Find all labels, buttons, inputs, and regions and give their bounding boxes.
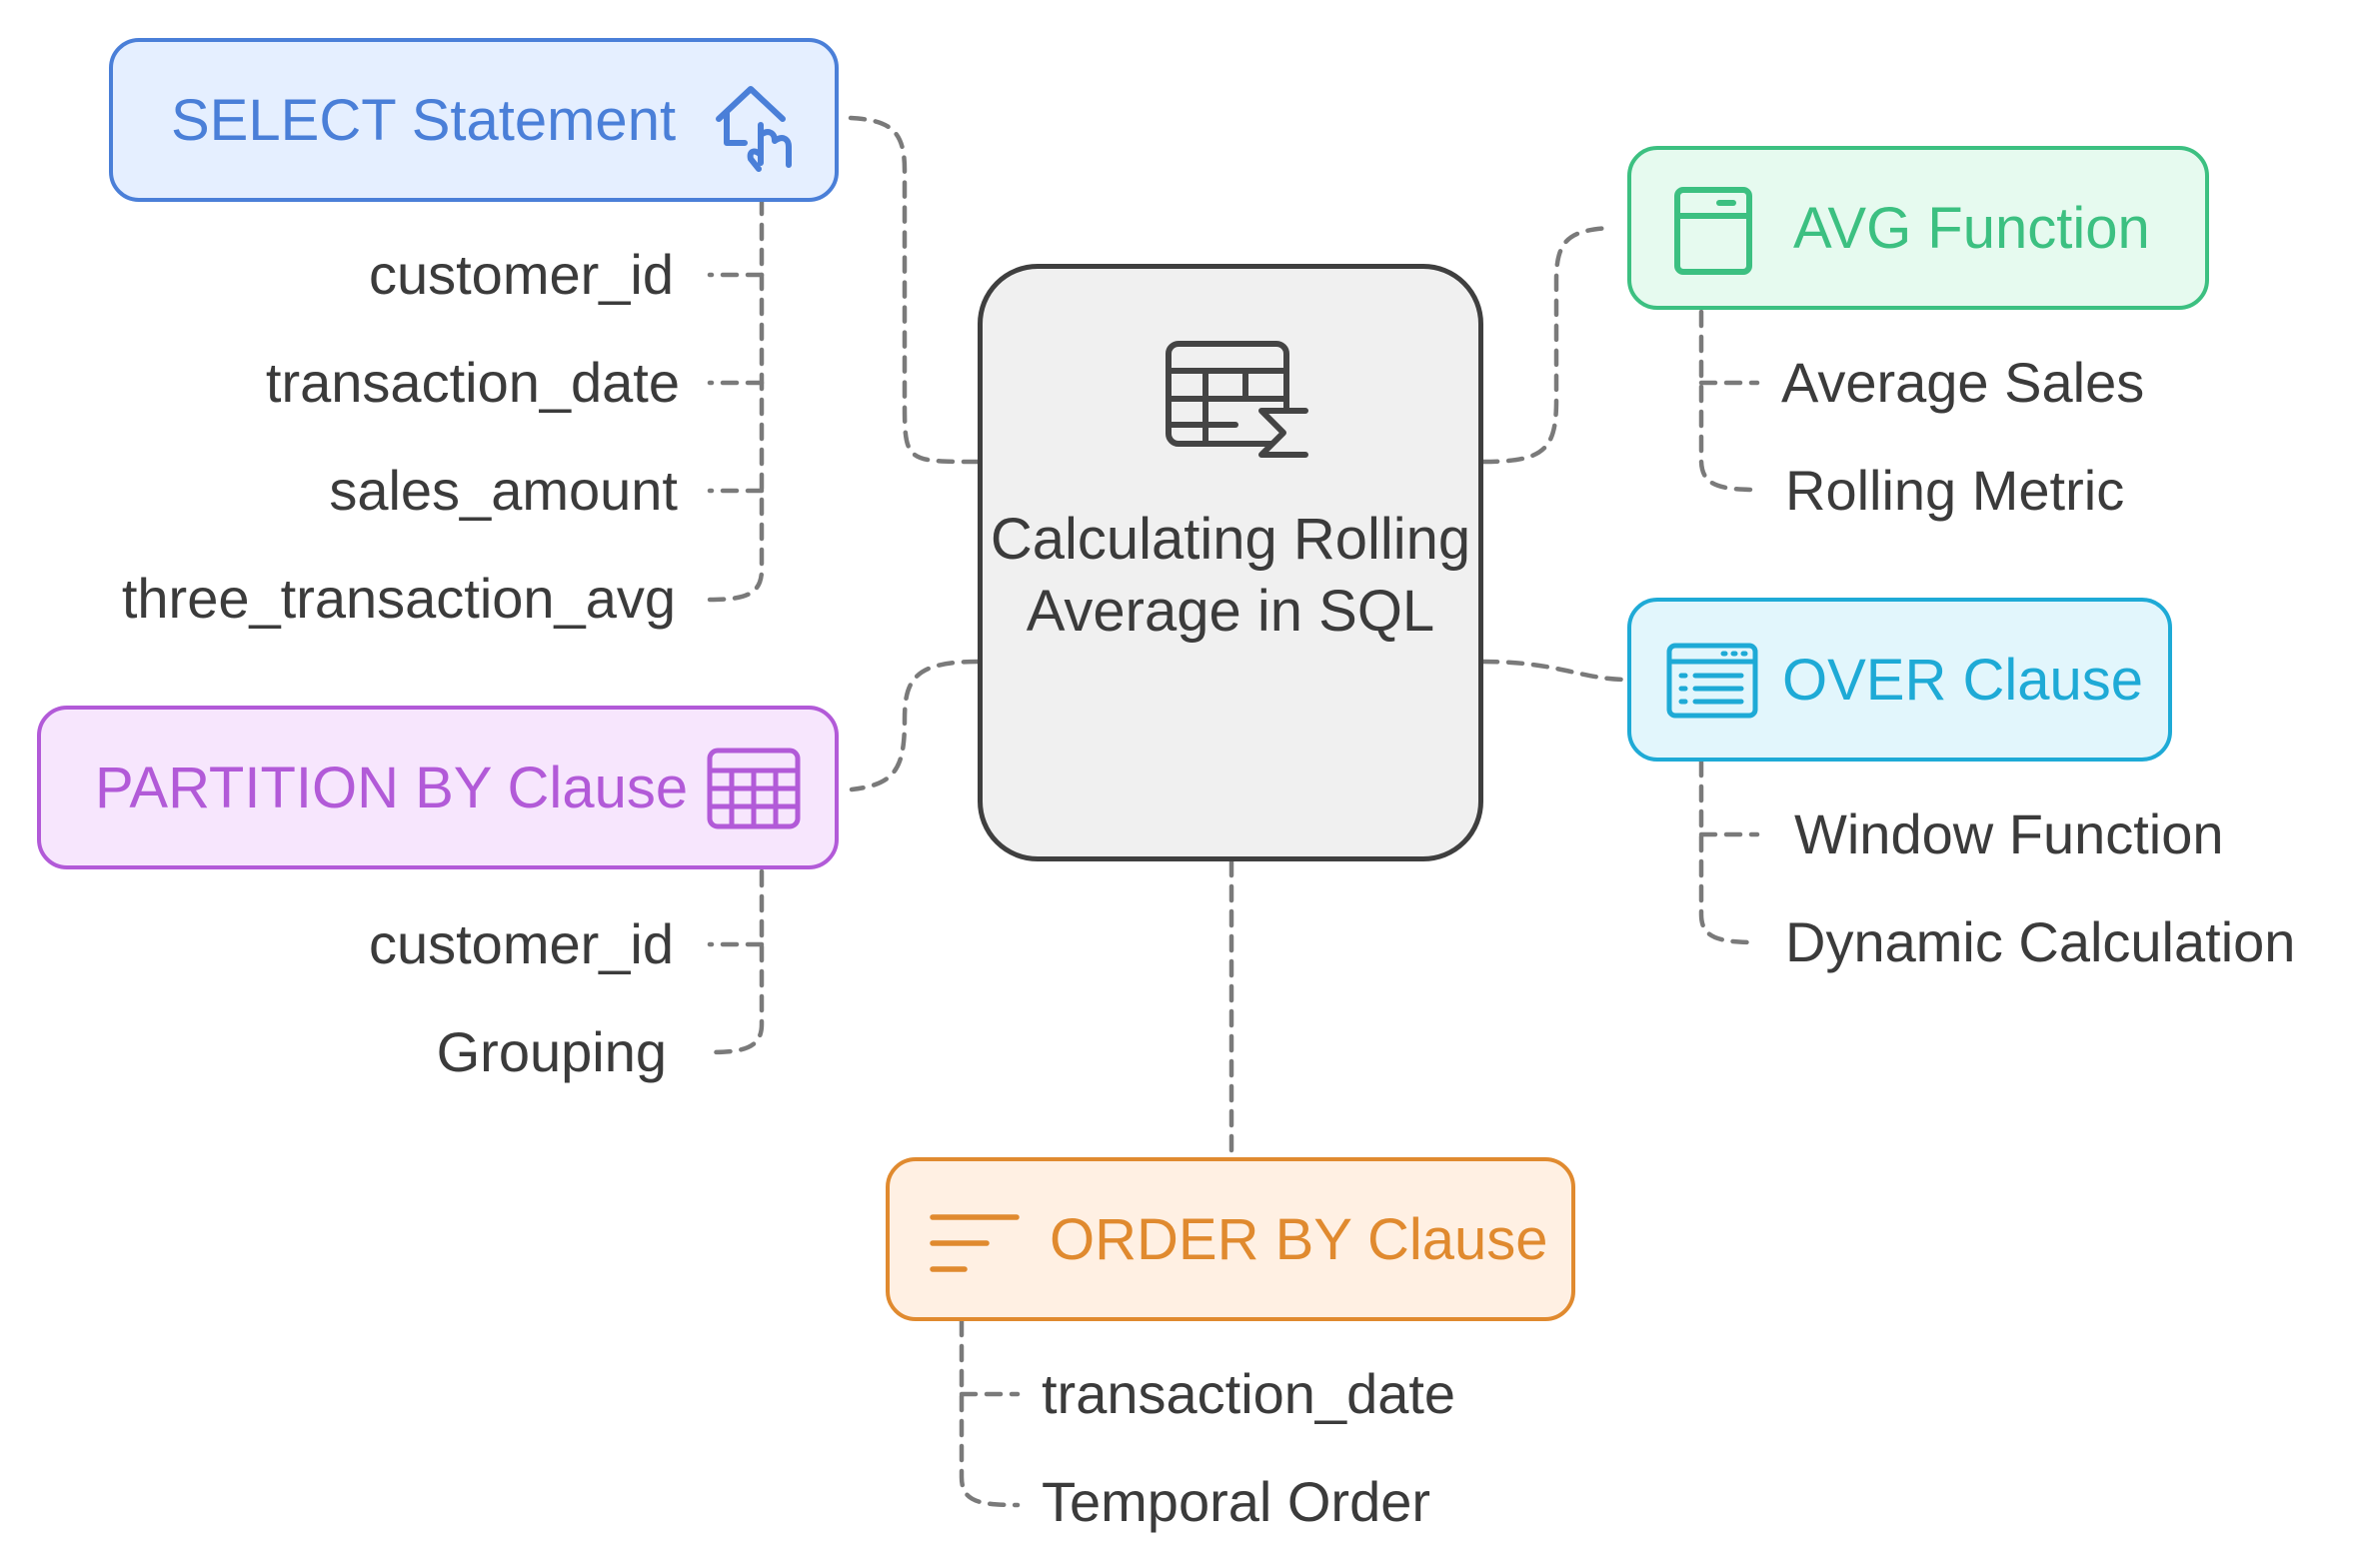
window-panel-icon <box>1674 187 1752 275</box>
select-item-transaction-date: transaction_date <box>265 351 680 414</box>
grid-table-icon <box>707 748 801 829</box>
over-item-dynamic-calculation: Dynamic Calculation <box>1785 910 2296 973</box>
avg-item-average-sales: Average Sales <box>1781 351 2145 414</box>
connector-partition <box>849 659 981 792</box>
select-item-customer-id: customer_id <box>368 243 674 306</box>
connector-avg-items <box>1698 309 1760 493</box>
connector-select-items <box>707 197 765 603</box>
connector-avg <box>1480 225 1614 465</box>
avg-item-rolling-metric: Rolling Metric <box>1785 459 2125 522</box>
select-item-three-transaction-avg: three_transaction_avg <box>121 567 676 630</box>
avg-function-node: AVG Function <box>1627 146 2209 310</box>
order-item-transaction-date: transaction_date <box>1042 1362 1456 1425</box>
connector-over-items <box>1698 759 1760 945</box>
center-topic-node: Calculating Rolling Average in SQL <box>978 264 1483 861</box>
connector-partition-items <box>707 868 765 1055</box>
center-topic-title: Calculating Rolling Average in SQL <box>990 507 1471 644</box>
avg-function-label: AVG Function <box>1793 195 2150 261</box>
browser-list-icon <box>1666 643 1758 719</box>
order-by-label: ORDER BY Clause <box>1050 1206 1548 1272</box>
partition-item-grouping: Grouping <box>436 1020 667 1083</box>
sort-lines-icon <box>930 1214 1020 1272</box>
over-clause-node: OVER Clause <box>1627 598 2172 762</box>
partition-by-label: PARTITION BY Clause <box>95 755 689 820</box>
order-by-node: ORDER BY Clause <box>886 1157 1575 1321</box>
connector-over <box>1480 659 1632 683</box>
connector-select <box>847 115 981 465</box>
table-sum-icon <box>1166 341 1308 458</box>
house-hand-icon <box>716 86 792 172</box>
order-item-temporal-order: Temporal Order <box>1042 1470 1431 1533</box>
select-statement-node: SELECT Statement <box>109 38 839 202</box>
select-item-sales-amount: sales_amount <box>329 459 678 522</box>
partition-by-node: PARTITION BY Clause <box>37 706 839 869</box>
select-statement-label: SELECT Statement <box>171 87 677 153</box>
partition-item-customer-id: customer_id <box>368 912 674 975</box>
connector-order-items <box>959 1318 1021 1508</box>
over-clause-label: OVER Clause <box>1782 647 2144 713</box>
over-item-window-function: Window Function <box>1794 802 2224 865</box>
